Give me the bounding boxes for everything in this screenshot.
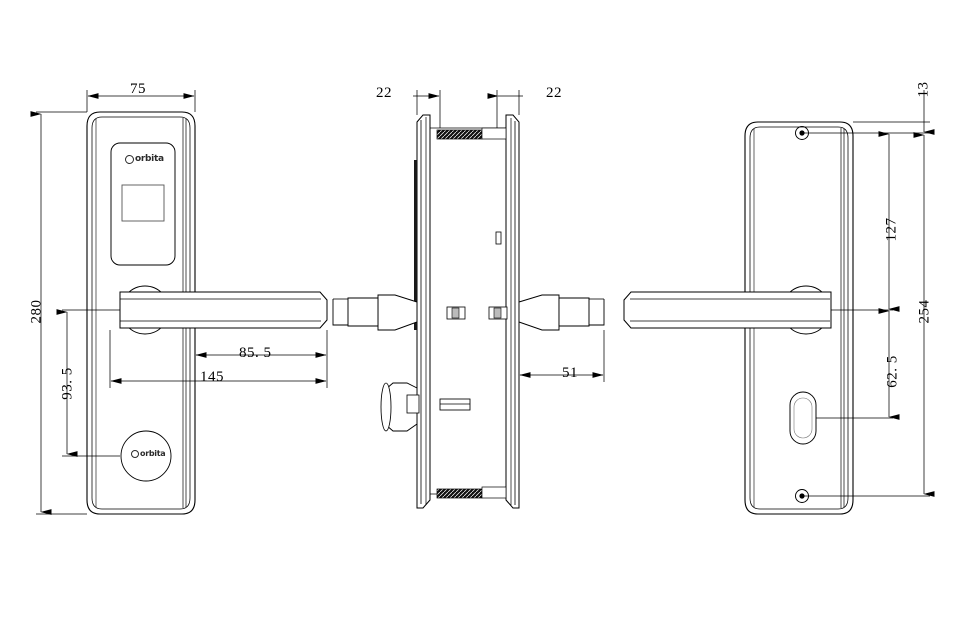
dim-label-side-left-thickness: 22 bbox=[376, 85, 392, 101]
brand-logo-reader: orbita bbox=[125, 155, 164, 164]
dim-label-back-total-span: 254 bbox=[916, 299, 933, 324]
dim-front-width bbox=[86, 90, 196, 112]
dim-front-handle-height bbox=[56, 309, 120, 457]
brand-ring-icon bbox=[125, 155, 134, 164]
dim-label-back-lower-span: 62. 5 bbox=[884, 355, 901, 388]
dim-side-right-thickness bbox=[487, 90, 523, 128]
latch-bar bbox=[439, 398, 471, 411]
dim-label-back-upper-span: 127 bbox=[883, 217, 900, 242]
dim-label-front-handle-height: 93. 5 bbox=[59, 367, 76, 400]
dim-label-side-lever-projection: 51 bbox=[562, 365, 578, 381]
brand-logo-reader-text: orbita bbox=[135, 154, 164, 164]
dim-label-front-lever-projection: 85. 5 bbox=[239, 345, 272, 361]
dim-label-back-top-offset: 13 bbox=[915, 81, 932, 98]
brand-logo-keyhole-text: orbita bbox=[140, 449, 166, 458]
dim-label-side-right-thickness: 22 bbox=[546, 85, 562, 101]
brand-logo-keyhole: orbita bbox=[131, 449, 166, 458]
dim-front-lever-total bbox=[109, 330, 328, 388]
dim-back-total-span bbox=[802, 132, 935, 497]
brand-ring-icon bbox=[131, 450, 139, 458]
front-view-geometry bbox=[86, 111, 328, 515]
dim-side-lever-projection bbox=[518, 330, 605, 382]
dim-front-lever-projection bbox=[194, 330, 328, 362]
dim-side-left-thickness bbox=[413, 90, 441, 128]
dim-label-front-height: 280 bbox=[28, 299, 45, 324]
back-view-geometry bbox=[623, 121, 854, 515]
dim-back-lower-span bbox=[816, 308, 900, 420]
dim-label-front-width: 75 bbox=[130, 81, 146, 97]
dim-front-height bbox=[30, 111, 87, 515]
side-lever-right bbox=[518, 294, 605, 331]
side-view-geometry bbox=[332, 114, 605, 509]
side-lever-left bbox=[332, 294, 418, 331]
dim-label-front-lever-total: 145 bbox=[200, 369, 224, 385]
dim-back-top-offset bbox=[802, 90, 935, 135]
thumbturn-knob bbox=[380, 382, 420, 432]
spindle-detail bbox=[446, 306, 508, 320]
